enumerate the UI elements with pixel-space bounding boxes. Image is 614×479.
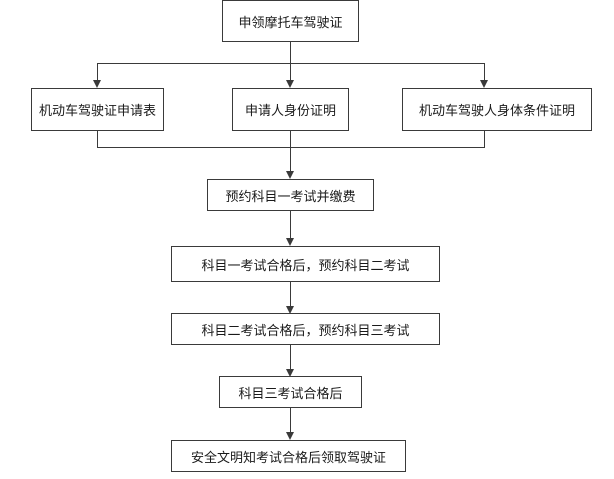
node-book-subject1: 预约科目一考试并缴费 (207, 179, 374, 211)
node-application-form: 机动车驾驶证申请表 (31, 88, 164, 131)
node-apply-license: 申领摩托车驾驶证 (222, 0, 359, 42)
connector (484, 131, 485, 148)
connector (290, 131, 291, 148)
arrow-head (286, 369, 294, 377)
node-health-certificate: 机动车驾驶人身体条件证明 (402, 88, 592, 131)
connector (97, 63, 98, 81)
node-subject3-pass: 科目三考试合格后 (219, 376, 362, 408)
node-final-license: 安全文明知考试合格后领取驾驶证 (171, 440, 406, 472)
arrow-head (286, 306, 294, 314)
node-subject1-pass: 科目一考试合格后，预约科目二考试 (171, 246, 440, 282)
connector (290, 41, 291, 63)
connector (484, 63, 485, 81)
arrow-head (480, 80, 488, 88)
connector (290, 345, 291, 370)
connector (290, 408, 291, 433)
connector (97, 131, 98, 148)
arrow-head (286, 432, 294, 440)
node-id-proof: 申请人身份证明 (232, 88, 349, 131)
arrow-head (93, 80, 101, 88)
connector (290, 63, 291, 81)
arrow-head (286, 238, 294, 246)
node-subject2-pass: 科目二考试合格后，预约科目三考试 (171, 313, 440, 345)
arrow-head (286, 80, 294, 88)
connector (97, 147, 485, 148)
arrow-head (286, 171, 294, 179)
connector (290, 147, 291, 172)
connector (97, 63, 485, 64)
connector (290, 282, 291, 307)
connector (290, 211, 291, 239)
